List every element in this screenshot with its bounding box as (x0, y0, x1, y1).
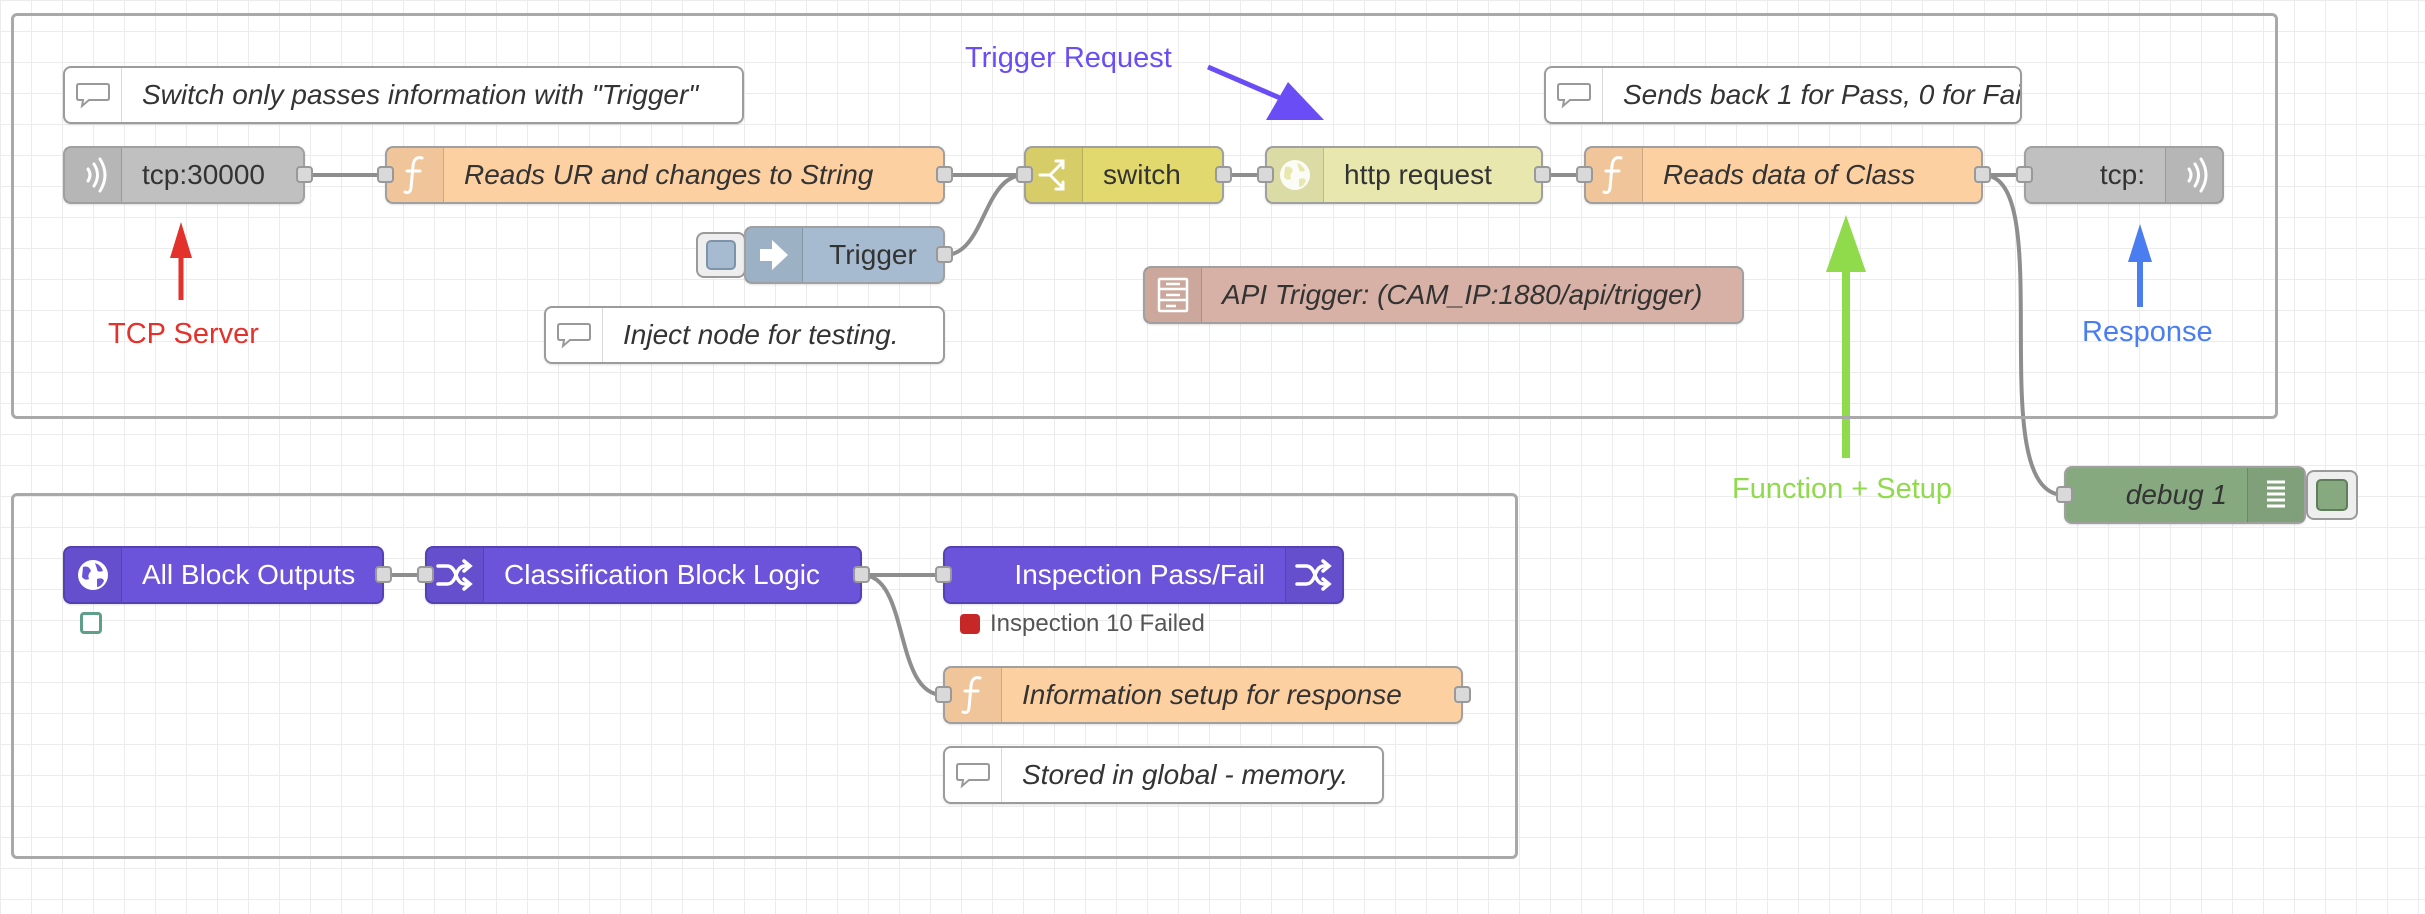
speech-bubble-icon (65, 68, 122, 122)
speech-bubble-icon (546, 308, 603, 362)
inject-trigger-node[interactable]: Trigger (744, 226, 953, 284)
switch-node[interactable]: switch (1016, 146, 1232, 204)
tcp-out-node[interactable]: tcp: (2016, 146, 2224, 204)
inspection-status: Inspection 10 Failed (960, 610, 1205, 638)
comment-inject-text: Inject node for testing. (623, 319, 899, 350)
comment-response-text: Sends back 1 for Pass, 0 for Fail (1623, 79, 2020, 110)
func-reads-ur-input-port[interactable] (377, 166, 394, 183)
globe-icon (65, 548, 122, 602)
http-request-output-port[interactable] (1534, 166, 1551, 183)
info-setup-label: Information setup for response (1022, 679, 1402, 710)
response-annotation: Response (2082, 316, 2213, 348)
inject-arrow-icon (746, 228, 803, 282)
all-block-outputs-label: All Block Outputs (142, 559, 356, 590)
tcp-in-label: tcp:30000 (142, 159, 265, 190)
speech-bubble-icon (945, 748, 1002, 802)
tcp-out-input-port[interactable] (2016, 166, 2033, 183)
inject-output-port[interactable] (936, 246, 953, 263)
template-icon (1145, 268, 1202, 322)
group-tcp-flow[interactable] (11, 13, 2278, 419)
info-setup-output-port[interactable] (1454, 686, 1471, 703)
tcp-server-annotation: TCP Server (108, 318, 259, 350)
classification-logic-label: Classification Block Logic (504, 559, 820, 590)
trigger-request-annotation: Trigger Request (965, 42, 1172, 74)
tcp-wave-icon (2165, 148, 2222, 202)
comment-switch-text: Switch only passes information with "Tri… (142, 79, 699, 110)
classification-logic-node[interactable]: Classification Block Logic (417, 546, 870, 604)
http-request-label: http request (1344, 159, 1492, 190)
function-icon (387, 148, 444, 202)
switch-output-port[interactable] (1215, 166, 1232, 183)
all-block-outputs-node[interactable]: All Block Outputs (63, 546, 392, 604)
comment-stored[interactable]: Stored in global - memory. (943, 746, 1384, 804)
debug-input-port[interactable] (2056, 486, 2073, 503)
group-classification-flow[interactable] (11, 493, 1518, 859)
api-trigger-label: API Trigger: (CAM_IP:1880/api/trigger) (1222, 279, 1703, 310)
debug-toggle-button[interactable] (2306, 470, 2358, 520)
inspection-label: Inspection Pass/Fail (1014, 559, 1265, 590)
inject-button-square (706, 240, 736, 270)
func-reads-class-label: Reads data of Class (1663, 159, 1916, 190)
shuffle-icon (1285, 548, 1342, 602)
inject-trigger-label: Trigger (829, 239, 917, 270)
switch-icon (1026, 148, 1083, 202)
tcp-in-node[interactable]: tcp:30000 (63, 146, 313, 204)
comment-response[interactable]: Sends back 1 for Pass, 0 for Fail (1544, 66, 2022, 124)
function-icon (945, 668, 1002, 722)
debug-label: debug 1 (2125, 479, 2227, 510)
inspection-node[interactable]: Inspection Pass/Fail (935, 546, 1344, 604)
shuffle-icon (427, 548, 484, 602)
switch-label: switch (1103, 159, 1181, 190)
debug-node[interactable]: debug 1 (2056, 466, 2306, 524)
http-request-input-port[interactable] (1257, 166, 1274, 183)
info-setup-input-port[interactable] (935, 686, 952, 703)
inspection-status-text: Inspection 10 Failed (990, 610, 1205, 637)
function-setup-annotation: Function + Setup (1732, 473, 1953, 505)
all-block-outputs-button[interactable] (80, 612, 102, 634)
classification-logic-input-port[interactable] (417, 566, 434, 583)
debug-list-icon (2247, 468, 2304, 522)
func-reads-class-output-port[interactable] (1974, 166, 1991, 183)
inject-button[interactable] (696, 232, 746, 278)
info-setup-node[interactable]: Information setup for response (935, 666, 1471, 724)
func-reads-ur-label: Reads UR and changes to String (464, 159, 874, 190)
http-request-node[interactable]: http request (1257, 146, 1551, 204)
func-reads-class-input-port[interactable] (1576, 166, 1593, 183)
status-dot-red (960, 614, 980, 634)
comment-stored-text: Stored in global - memory. (1022, 759, 1349, 790)
api-trigger-node[interactable]: API Trigger: (CAM_IP:1880/api/trigger) (1143, 266, 1744, 324)
func-reads-class-node[interactable]: Reads data of Class (1576, 146, 1991, 204)
comment-switch[interactable]: Switch only passes information with "Tri… (63, 66, 744, 124)
func-reads-ur-output-port[interactable] (936, 166, 953, 183)
switch-input-port[interactable] (1016, 166, 1033, 183)
func-reads-ur-node[interactable]: Reads UR and changes to String (377, 146, 953, 204)
tcp-in-output-port[interactable] (296, 166, 313, 183)
inspection-input-port[interactable] (935, 566, 952, 583)
globe-icon (1267, 148, 1324, 202)
all-block-outputs-output-port[interactable] (375, 566, 392, 583)
tcp-out-label: tcp: (2099, 159, 2145, 190)
tcp-wave-icon (65, 148, 122, 202)
speech-bubble-icon (1546, 68, 1603, 122)
function-icon (1586, 148, 1643, 202)
debug-toggle-square (2316, 479, 2348, 511)
classification-logic-output-port[interactable] (853, 566, 870, 583)
comment-inject[interactable]: Inject node for testing. (544, 306, 945, 364)
